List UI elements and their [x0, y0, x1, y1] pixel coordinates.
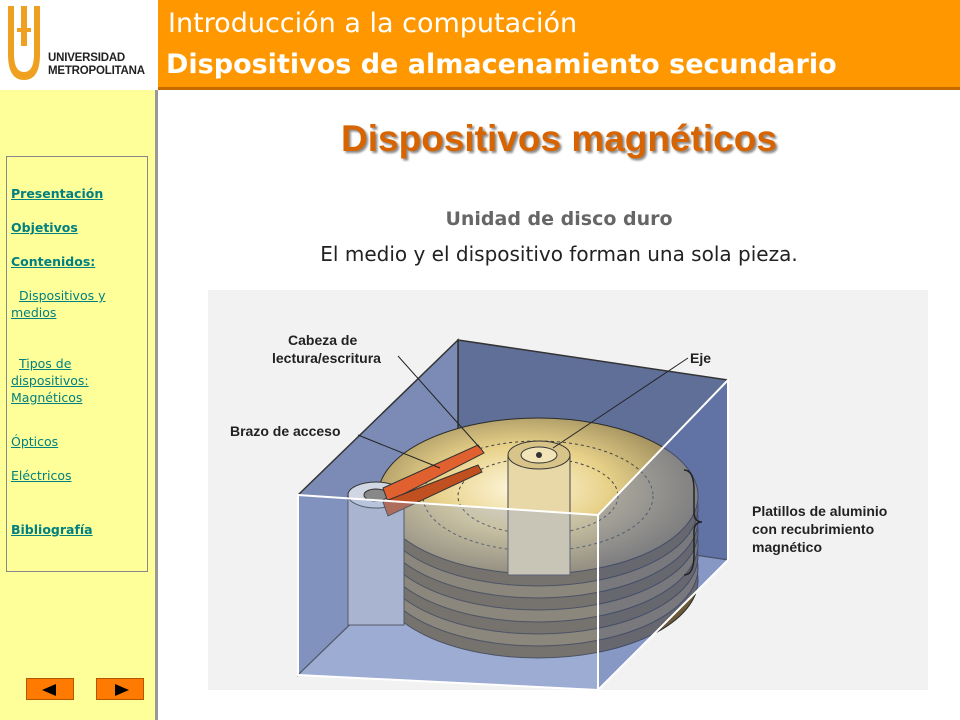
label-platillos-1: Platillos de aluminio — [752, 503, 887, 519]
nav-link-objetivos[interactable]: Objetivos — [11, 220, 78, 235]
nav-link-presentacion[interactable]: Presentación — [11, 186, 104, 201]
label-cabeza-1: Cabeza de — [288, 332, 357, 348]
nav-menu: Presentación Objetivos Contenidos: Dispo… — [6, 156, 148, 572]
logo-wordmark: UNIVERSIDAD METROPOLITANA — [48, 52, 145, 78]
label-platillos-3: magnético — [752, 539, 822, 555]
slide-description: El medio y el dispositivo forman una sol… — [320, 242, 798, 266]
slide-title: Dispositivos magnéticos — [341, 118, 777, 159]
logo-line-1: UNIVERSIDAD — [48, 52, 126, 64]
nav-link-electricos[interactable]: Eléctricos — [11, 468, 72, 483]
right-triangle-icon — [115, 684, 129, 696]
next-slide-button[interactable] — [96, 678, 144, 700]
prev-slide-button[interactable] — [26, 678, 74, 700]
university-emblem-icon — [8, 6, 40, 80]
sidebar: Presentación Objetivos Contenidos: Dispo… — [0, 90, 158, 720]
label-brazo: Brazo de acceso — [230, 423, 341, 439]
hard-disk-diagram: Cabeza de lectura/escritura Eje Brazo de… — [208, 290, 928, 693]
hard-disk-illustration: Cabeza de lectura/escritura Eje Brazo de… — [230, 332, 887, 693]
nav-link-tipos-magneticos[interactable]: Tipos de dispositivos: Magnéticos — [11, 356, 89, 405]
university-logo: UNIVERSIDAD METROPOLITANA — [0, 0, 158, 90]
label-eje: Eje — [690, 350, 711, 366]
nav-link-opticos[interactable]: Ópticos — [11, 434, 59, 449]
spindle — [507, 440, 571, 576]
label-cabeza-2: lectura/escritura — [272, 350, 381, 366]
course-title: Introducción a la computación — [168, 8, 578, 39]
nav-link-contenidos[interactable]: Contenidos: — [11, 254, 96, 269]
slide-subtitle: Unidad de disco duro — [445, 208, 673, 230]
header-bar: Introducción a la computación Dispositiv… — [158, 0, 960, 90]
logo-line-2: METROPOLITANA — [48, 65, 145, 77]
section-title: Dispositivos de almacenamiento secundari… — [166, 49, 837, 80]
left-triangle-icon — [42, 684, 56, 696]
nav-link-dispositivos-medios[interactable]: Dispositivos y medios — [11, 288, 106, 320]
label-platillos-2: con recubrimiento — [752, 521, 874, 537]
nav-link-bibliografia[interactable]: Bibliografía — [11, 522, 93, 537]
